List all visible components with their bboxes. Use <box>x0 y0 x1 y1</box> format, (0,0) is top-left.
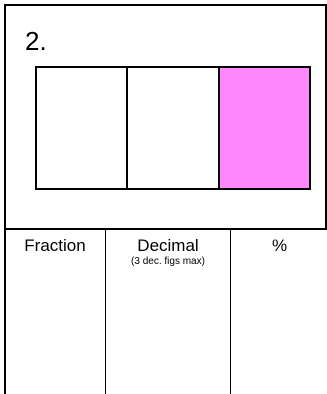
fraction-column-header: Fraction <box>24 236 86 255</box>
bar-part-3-shaded <box>219 68 309 188</box>
bar-part-2 <box>128 68 220 188</box>
decimal-column-header: Decimal <box>137 236 199 255</box>
percent-column-header: % <box>271 236 288 255</box>
card-border-right <box>325 4 327 229</box>
decimal-answer-cell[interactable]: Decimal (3 dec. figs max) <box>106 230 230 267</box>
decimal-column-note: (3 dec. figs max) <box>131 256 205 267</box>
column-divider-1 <box>105 230 106 394</box>
card-border-top <box>4 4 326 6</box>
bar-part-1 <box>37 68 129 188</box>
fraction-bar-model <box>35 66 311 190</box>
column-divider-2 <box>230 230 231 394</box>
fraction-answer-cell[interactable]: Fraction <box>6 230 104 256</box>
percent-answer-cell[interactable]: % <box>232 230 327 256</box>
card-border-left <box>4 4 6 394</box>
table-top-rule <box>4 228 327 230</box>
question-number: 2. <box>25 26 47 56</box>
